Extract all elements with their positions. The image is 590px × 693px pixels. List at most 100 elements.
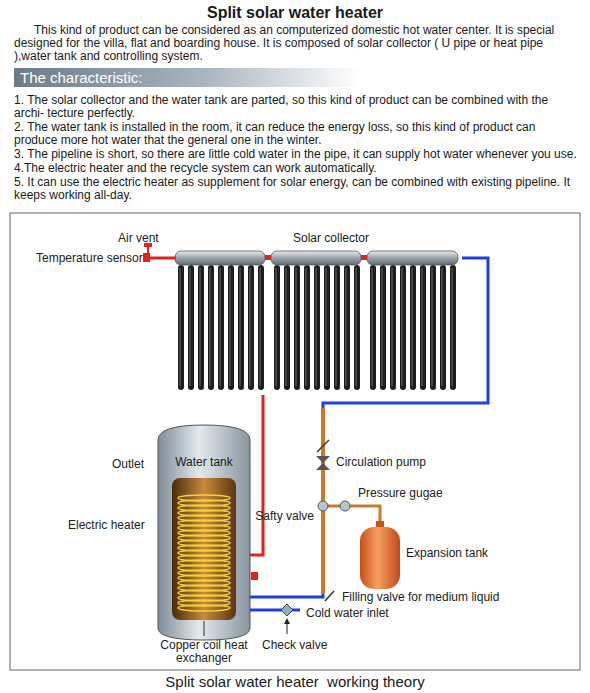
- air-vent: [147, 246, 149, 253]
- vacuum-tube: [390, 265, 396, 390]
- tube-highlight: [306, 268, 307, 386]
- vacuum-tube: [178, 265, 456, 390]
- temperature-sensor: [150, 257, 176, 260]
- vacuum-tube: [218, 265, 224, 390]
- water-tank-body: [158, 425, 250, 640]
- list-item: 5. It can use the electric heater as sup…: [14, 176, 578, 202]
- vacuum-tube: [440, 265, 446, 390]
- expansion-tank-body: [376, 521, 384, 528]
- vacuum-tube: [370, 265, 376, 390]
- temperature-sensor: [143, 253, 150, 262]
- expansion-tank-body: [360, 527, 400, 589]
- tube-highlight: [422, 268, 423, 386]
- part-label: Temperature sensor: [36, 251, 143, 265]
- vacuum-tube: [324, 265, 330, 390]
- tube-highlight: [326, 268, 327, 386]
- check-valve-symbol: [284, 618, 290, 624]
- header-link: [361, 255, 367, 260]
- leader-line: [204, 621, 205, 636]
- copper-coil: [178, 495, 230, 611]
- tube-highlight: [392, 268, 393, 386]
- list-item: 4.The electric heater and the recycle sy…: [14, 162, 578, 175]
- vacuum-tube: [410, 265, 416, 390]
- circulation-pump-symbol: [316, 456, 330, 463]
- tube-highlight: [296, 268, 297, 386]
- circulation-pump-symbol: [317, 440, 329, 452]
- vacuum-tube: [248, 265, 254, 390]
- tube-highlight: [180, 268, 181, 386]
- part-label: Pressure gugae: [358, 486, 443, 500]
- solar-collector: Solar collector: [170, 230, 462, 395]
- vacuum-tube: [354, 265, 360, 390]
- part-label: Air vent: [118, 231, 159, 245]
- vacuum-tube: [228, 265, 234, 390]
- vacuum-tube: [208, 265, 214, 390]
- tube-highlight: [372, 268, 373, 386]
- tube-highlight: [346, 268, 347, 386]
- check-valve-symbol: [281, 604, 293, 616]
- vacuum-tube: [198, 265, 204, 390]
- header-link: [265, 255, 367, 260]
- part-label: Outlet: [112, 457, 144, 471]
- filling-valve-symbol: [325, 591, 334, 601]
- part-label: Check valve: [262, 638, 327, 652]
- vacuum-tube: [430, 265, 436, 390]
- figure-caption: Split solar water heater working theory: [0, 673, 590, 691]
- page-title: Split solar water heater: [0, 3, 590, 22]
- tube-highlight: [316, 268, 317, 386]
- solar-collector-label: Solar collector: [200, 231, 462, 245]
- tube-highlight: [190, 268, 191, 386]
- tube-highlight: [336, 268, 337, 386]
- header-link: [265, 255, 271, 260]
- vacuum-tube: [294, 265, 300, 390]
- vacuum-tube: [344, 265, 350, 390]
- tube-highlight: [276, 268, 277, 386]
- temperature-sensor: [143, 253, 176, 262]
- vacuum-tube: [258, 265, 264, 390]
- heater-port: [251, 572, 258, 580]
- vacuum-tube: [304, 265, 310, 390]
- intro-paragraph: This kind of product can be considered a…: [14, 24, 578, 63]
- part-label: Safty valve: [236, 509, 314, 523]
- tube-highlight: [210, 268, 211, 386]
- section-band: The characteristic:: [14, 68, 360, 87]
- part-label: Circulation pump: [336, 455, 426, 469]
- tube-highlight: [220, 268, 221, 386]
- list-item: 2. The water tank is installed in the ro…: [14, 121, 578, 147]
- band-heading: The characteristic:: [20, 69, 143, 86]
- vacuum-tube: [188, 265, 194, 390]
- vacuum-tube: [420, 265, 426, 390]
- tube-highlight: [452, 268, 453, 386]
- tube-highlight: [356, 268, 357, 386]
- water-tank: Water tank: [158, 425, 250, 640]
- filling-valve-symbol: [325, 591, 334, 601]
- tube-highlight: [250, 268, 251, 386]
- diagram-frame: [10, 213, 580, 670]
- vacuum-tube: [400, 265, 406, 390]
- vacuum-tube: [238, 265, 244, 390]
- tube-highlight: [286, 268, 287, 386]
- tube-highlight: [442, 268, 443, 386]
- tube-highlight: [240, 268, 241, 386]
- collector-header: [271, 251, 361, 265]
- tube-highlight: [432, 268, 433, 386]
- vacuum-tube: [178, 265, 184, 390]
- collector-header: [175, 251, 458, 265]
- water-tank-body: [172, 478, 236, 620]
- circulation-pump-symbol: [316, 440, 330, 470]
- expansion-tank-body: [360, 521, 400, 589]
- pipe-connector: [250, 395, 263, 555]
- vacuum-tube: [284, 265, 290, 390]
- diagram-frame: [10, 213, 580, 670]
- valve-symbol: [318, 501, 328, 511]
- tube-highlight: [260, 268, 261, 386]
- part-label: Electric heater: [68, 518, 145, 532]
- tube-highlight: [382, 268, 383, 386]
- circulation-pump-symbol: [316, 463, 330, 470]
- tube-highlight: [200, 268, 201, 386]
- tube-highlight: [402, 268, 403, 386]
- part-label: Filling valve for medium liquid: [342, 590, 499, 604]
- tube-highlight: [230, 268, 231, 386]
- copper-pipe: [345, 506, 380, 522]
- vacuum-tube: [274, 265, 280, 390]
